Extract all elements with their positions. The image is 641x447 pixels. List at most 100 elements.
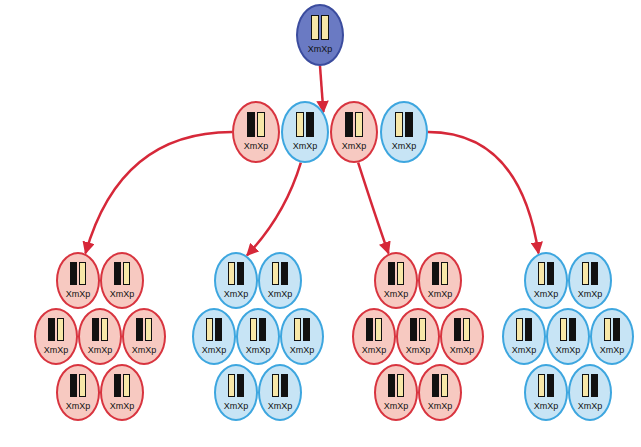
cell: XmXp — [352, 308, 396, 365]
genotype-label: XmXp — [216, 401, 256, 412]
chromosome — [538, 374, 545, 397]
chromosome — [311, 15, 319, 40]
chromosome — [397, 374, 404, 397]
cell: XmXp — [296, 4, 344, 66]
chromosome — [547, 262, 554, 285]
chromosome — [441, 262, 448, 285]
genotype-label: XmXp — [526, 289, 566, 300]
cell: XmXp — [281, 101, 329, 163]
genotype-label: XmXp — [420, 401, 460, 412]
chromosome — [582, 262, 589, 285]
chromosome — [215, 318, 222, 341]
chromosome — [281, 262, 288, 285]
genotype-label: XmXp — [102, 289, 142, 300]
cell: XmXp — [396, 308, 440, 365]
chromosome — [463, 318, 470, 341]
chromosome — [432, 374, 439, 397]
cell: XmXp — [232, 101, 280, 163]
cell: XmXp — [214, 364, 258, 421]
genotype-label: XmXp — [382, 141, 426, 152]
chromosome — [123, 262, 130, 285]
chromosome — [247, 112, 255, 137]
chromosome — [272, 262, 279, 285]
chromosome — [114, 262, 121, 285]
cell: XmXp — [100, 364, 144, 421]
genotype-label: XmXp — [234, 141, 278, 152]
chromosome — [441, 374, 448, 397]
chromosome — [136, 318, 143, 341]
chromosome — [375, 318, 382, 341]
cell: XmXp — [568, 252, 612, 309]
chromosome — [582, 374, 589, 397]
cell: XmXp — [590, 308, 634, 365]
cell: XmXp — [34, 308, 78, 365]
cell: XmXp — [56, 252, 100, 309]
genotype-label: XmXp — [570, 401, 610, 412]
cell: XmXp — [78, 308, 122, 365]
chromosome — [92, 318, 99, 341]
chromosome — [613, 318, 620, 341]
chromosome — [560, 318, 567, 341]
cell: XmXp — [214, 252, 258, 309]
cell: XmXp — [122, 308, 166, 365]
chromosome — [114, 374, 121, 397]
genotype-label: XmXp — [332, 141, 376, 152]
genotype-label: XmXp — [216, 289, 256, 300]
genotype-label: XmXp — [376, 289, 416, 300]
cell: XmXp — [546, 308, 590, 365]
genotype-label: XmXp — [238, 345, 278, 356]
chromosome — [57, 318, 64, 341]
genotype-label: XmXp — [58, 289, 98, 300]
genotype-label: XmXp — [58, 401, 98, 412]
cell: XmXp — [568, 364, 612, 421]
genotype-label: XmXp — [570, 289, 610, 300]
cell: XmXp — [100, 252, 144, 309]
chromosome — [123, 374, 130, 397]
chromosome — [296, 112, 304, 137]
chromosome — [281, 374, 288, 397]
chromosome — [454, 318, 461, 341]
chromosome — [321, 15, 329, 40]
lineage-arrow — [86, 132, 232, 253]
cell: XmXp — [236, 308, 280, 365]
genotype-label: XmXp — [592, 345, 632, 356]
genotype-label: XmXp — [398, 345, 438, 356]
cell: XmXp — [524, 252, 568, 309]
genotype-label: XmXp — [354, 345, 394, 356]
cell: XmXp — [374, 252, 418, 309]
cell: XmXp — [192, 308, 236, 365]
cell: XmXp — [440, 308, 484, 365]
genotype-label: XmXp — [376, 401, 416, 412]
chromosome — [395, 112, 403, 137]
chromosome — [228, 262, 235, 285]
cell: XmXp — [418, 364, 462, 421]
chromosome — [366, 318, 373, 341]
lineage-arrow — [428, 132, 538, 253]
cell: XmXp — [330, 101, 378, 163]
cell: XmXp — [380, 101, 428, 163]
lineage-arrow — [358, 163, 388, 254]
chromosome — [250, 318, 257, 341]
chromosome — [388, 374, 395, 397]
chromosome — [591, 262, 598, 285]
cell: XmXp — [374, 364, 418, 421]
genotype-label: XmXp — [526, 401, 566, 412]
chromosome — [70, 262, 77, 285]
chromosome — [397, 262, 404, 285]
chromosome — [569, 318, 576, 341]
genotype-label: XmXp — [260, 289, 300, 300]
chromosome — [516, 318, 523, 341]
cell: XmXp — [56, 364, 100, 421]
chromosome — [259, 318, 266, 341]
genotype-label: XmXp — [298, 44, 342, 55]
chromosome — [79, 262, 86, 285]
chromosome — [410, 318, 417, 341]
genotype-label: XmXp — [420, 289, 460, 300]
chromosome — [419, 318, 426, 341]
chromosome — [237, 262, 244, 285]
chromosome — [228, 374, 235, 397]
cell: XmXp — [502, 308, 546, 365]
cell: XmXp — [280, 308, 324, 365]
chromosome — [345, 112, 353, 137]
genotype-label: XmXp — [282, 345, 322, 356]
